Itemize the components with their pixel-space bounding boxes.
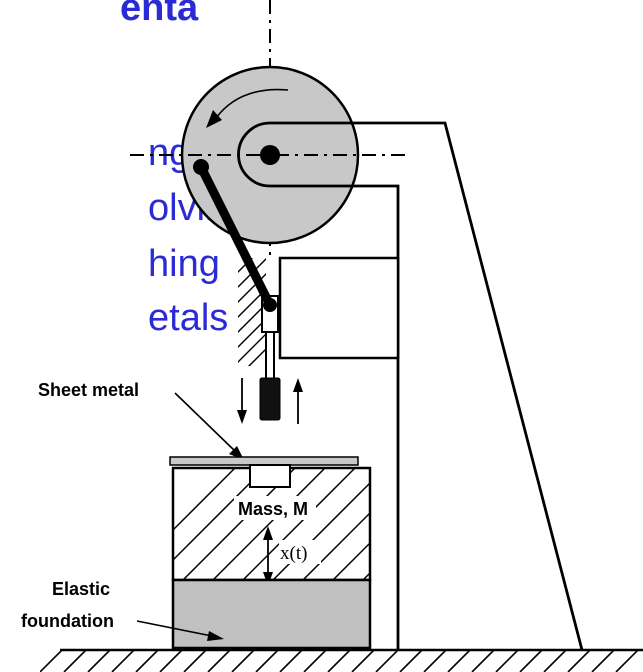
displacement-label-bg bbox=[279, 540, 321, 564]
mass-label: Mass, M bbox=[238, 499, 308, 519]
down-arrow bbox=[237, 378, 247, 424]
elastic-pointer bbox=[136, 620, 213, 637]
elastic-foundation bbox=[171, 578, 372, 650]
mass-label-bg bbox=[234, 496, 316, 520]
rotation-arrow bbox=[215, 88, 289, 119]
wrist-pin bbox=[263, 298, 277, 312]
crank-pin bbox=[193, 159, 209, 175]
rotation-arrowhead bbox=[206, 110, 222, 128]
sheet-metal-pointer bbox=[174, 392, 237, 453]
elastic-pointer-head bbox=[207, 631, 224, 641]
punch-tool bbox=[259, 377, 281, 421]
die-cavity bbox=[249, 464, 291, 488]
frame-slot-cap bbox=[237, 121, 271, 188]
displacement-label: x(t) bbox=[280, 543, 307, 564]
ram-guide-block bbox=[278, 256, 400, 360]
up-arrow bbox=[293, 378, 303, 424]
side-text-line-4: etals bbox=[148, 297, 228, 339]
flywheel-axle bbox=[260, 145, 280, 165]
ground-hatching bbox=[40, 650, 639, 672]
elastic-label-line1: Elastic bbox=[52, 579, 110, 599]
side-text-line-0: enta bbox=[120, 0, 199, 29]
sheet-metal-plate bbox=[169, 456, 359, 466]
sheet-metal-label: Sheet metal bbox=[38, 380, 139, 400]
connecting-rod bbox=[196, 162, 275, 310]
press-frame bbox=[270, 121, 584, 651]
elastic-label-line2: foundation bbox=[21, 611, 114, 631]
side-text-line-3: hing bbox=[148, 243, 220, 285]
